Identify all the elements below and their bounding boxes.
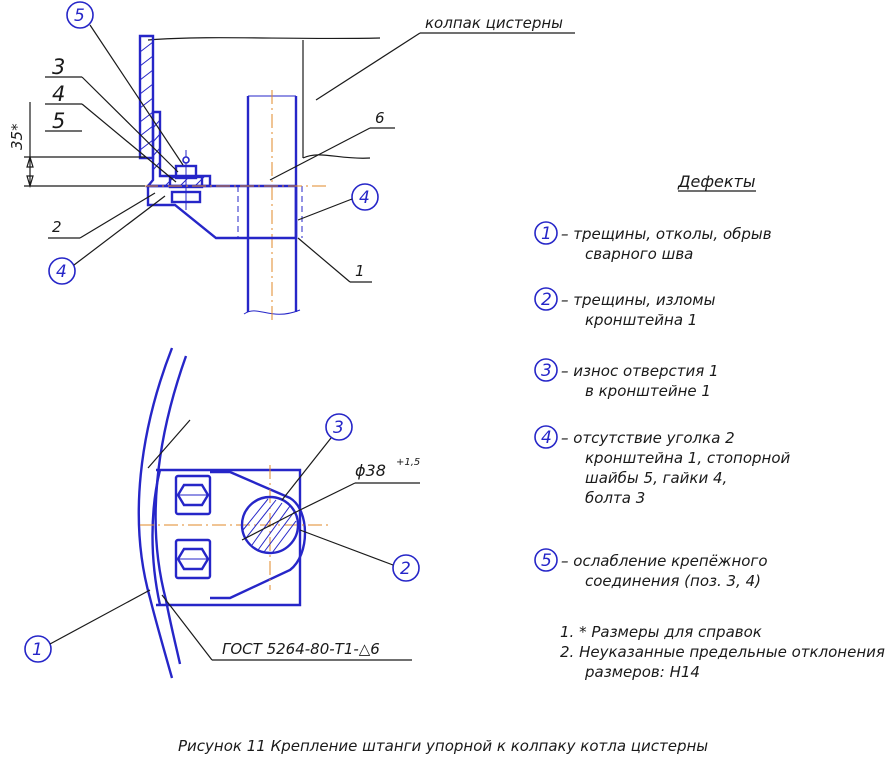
note-1: 1. * Размеры для справок xyxy=(560,623,762,641)
notes: 1. * Размеры для справок 2. Неуказанные … xyxy=(560,623,885,681)
figure-caption: Рисунок 11 Крепление штанги упорной к ко… xyxy=(178,737,708,755)
defect-1-circle xyxy=(534,221,558,245)
kolpak-label: колпак цистерны xyxy=(425,14,563,32)
defect-3-line1: – износ отверстия 1 xyxy=(561,362,719,380)
callout-1-label: 1 xyxy=(32,640,43,660)
callout-4-right xyxy=(351,183,379,211)
defect-4-line3: шайбы 5, гайки 4, xyxy=(585,469,727,487)
bolt-nut xyxy=(168,150,204,210)
pos-4-label: 4 xyxy=(52,82,65,106)
defect-5-line1: – ослабление крепёжного xyxy=(561,552,768,570)
defect-2-num: 2 xyxy=(541,290,552,310)
dim-35-label: 35* xyxy=(8,123,26,150)
defect-1-num: 1 xyxy=(541,224,552,244)
pos-6-label: 6 xyxy=(375,109,385,127)
cap-curve-outer xyxy=(137,347,174,679)
defect-4-line1: – отсутствие уголка 2 xyxy=(561,429,735,447)
callout-5-top xyxy=(66,1,94,29)
pos-5-label: 5 xyxy=(52,109,65,133)
callout-3 xyxy=(325,413,353,441)
angle-bracket xyxy=(138,34,212,188)
defect-item-3: 3 – износ отверстия 1 в кронштейне 1 xyxy=(534,358,719,400)
defect-item-5: 5 – ослабление крепёжного соединения (по… xyxy=(534,548,768,590)
nut-upper xyxy=(174,474,212,516)
gost-label: ГОСТ 5264-80-Т1-△6 xyxy=(222,640,380,658)
defect-3-circle xyxy=(534,358,558,382)
defect-item-2: 2 – трещины, изломы кронштейна 1 xyxy=(534,287,716,329)
note-2: 2. Неуказанные предельные отклонения xyxy=(560,643,885,661)
defect-1-line1: – трещины, отколы, обрыв xyxy=(561,225,772,243)
diameter-dimension: ϕ38 +1,5 xyxy=(241,457,420,541)
defect-5-num: 5 xyxy=(541,551,552,571)
defects-title: Дефекты xyxy=(677,172,755,191)
defect-item-1: 1 – трещины, отколы, обрыв сварного шва xyxy=(534,221,772,263)
defect-item-4: 4 – отсутствие уголка 2 кронштейна 1, ст… xyxy=(534,425,791,507)
defect-2-line2: кронштейна 1 xyxy=(585,311,697,329)
defect-2-circle xyxy=(534,287,558,311)
callout-3-label: 3 xyxy=(333,418,344,438)
cap-outline xyxy=(147,37,381,41)
defects-legend: Дефекты 1 – трещины, отколы, обрыв сварн… xyxy=(534,172,791,590)
bottom-view: ϕ38 +1,5 3 2 1 ГОСТ 5264-80-Т1-△6 xyxy=(24,347,420,679)
defect-3-num: 3 xyxy=(541,361,552,381)
pos-1-label: 1 xyxy=(355,262,365,280)
bracket-bottom xyxy=(140,465,330,607)
defect-1-line2: сварного шва xyxy=(585,245,693,263)
defect-5-circle xyxy=(534,548,558,572)
cap-curve-inner xyxy=(154,355,188,665)
callout-4-right-label: 4 xyxy=(359,188,370,208)
defect-4-line4: болта 3 xyxy=(585,489,645,507)
callout-2-label: 2 xyxy=(400,559,411,579)
callout-1 xyxy=(24,635,52,663)
defect-4-num: 4 xyxy=(541,428,552,448)
defect-4-circle xyxy=(534,425,558,449)
stacked-positions: 3 4 5 xyxy=(45,55,179,183)
rod-section xyxy=(240,495,300,555)
note-3: размеров: Н14 xyxy=(584,663,700,681)
diameter-tolerance: +1,5 xyxy=(396,457,420,468)
pos-2-label: 2 xyxy=(52,218,62,236)
callout-5-top-label: 5 xyxy=(74,6,85,26)
defect-5-line2: соединения (поз. 3, 4) xyxy=(585,572,761,590)
rod-top xyxy=(243,90,301,320)
defect-3-line2: в кронштейне 1 xyxy=(585,382,711,400)
nut-lower xyxy=(174,538,212,580)
callout-4-left-label: 4 xyxy=(56,262,67,282)
defect-2-line1: – трещины, изломы xyxy=(561,291,716,309)
defect-4-line2: кронштейна 1, стопорной xyxy=(585,449,791,467)
diameter-label: ϕ38 xyxy=(355,461,386,480)
callout-4-left xyxy=(48,257,76,285)
pos-3-label: 3 xyxy=(52,55,65,79)
callout-2 xyxy=(392,554,420,582)
top-view: 35* 3 4 5 5 колпак цистерны 6 4 1 xyxy=(8,1,575,320)
dimension-35: 35* xyxy=(8,102,145,189)
